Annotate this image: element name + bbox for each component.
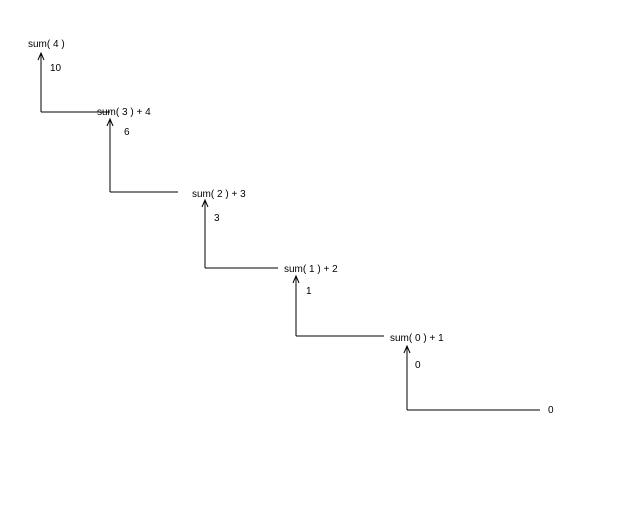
return-value-3: 3 — [214, 213, 220, 224]
call-label-sum-0: sum( 0 ) + 1 — [390, 333, 444, 344]
return-arrowhead — [403, 344, 411, 354]
step-sum-3: sum( 3 ) + 4 6 — [97, 107, 178, 193]
call-label-sum-3: sum( 3 ) + 4 — [97, 107, 151, 118]
return-value-1: 1 — [306, 286, 312, 297]
return-value-10: 10 — [50, 63, 62, 74]
step-sum-1: sum( 1 ) + 2 1 — [284, 264, 384, 337]
return-arrowhead — [106, 117, 114, 127]
step-sum-0: sum( 0 ) + 1 0 — [390, 333, 540, 411]
base-case-value: 0 — [548, 405, 554, 416]
step-sum-2: sum( 2 ) + 3 3 — [192, 189, 278, 269]
call-label-sum-1: sum( 1 ) + 2 — [284, 264, 338, 275]
return-arrowhead — [37, 51, 45, 61]
return-value-0: 0 — [415, 360, 421, 371]
step-sum-4: sum( 4 ) 10 — [28, 39, 110, 113]
call-label-sum-4: sum( 4 ) — [28, 39, 65, 50]
return-value-6: 6 — [124, 127, 130, 138]
return-arrowhead — [201, 198, 209, 208]
call-label-sum-2: sum( 2 ) + 3 — [192, 189, 246, 200]
return-arrowhead — [292, 274, 300, 284]
